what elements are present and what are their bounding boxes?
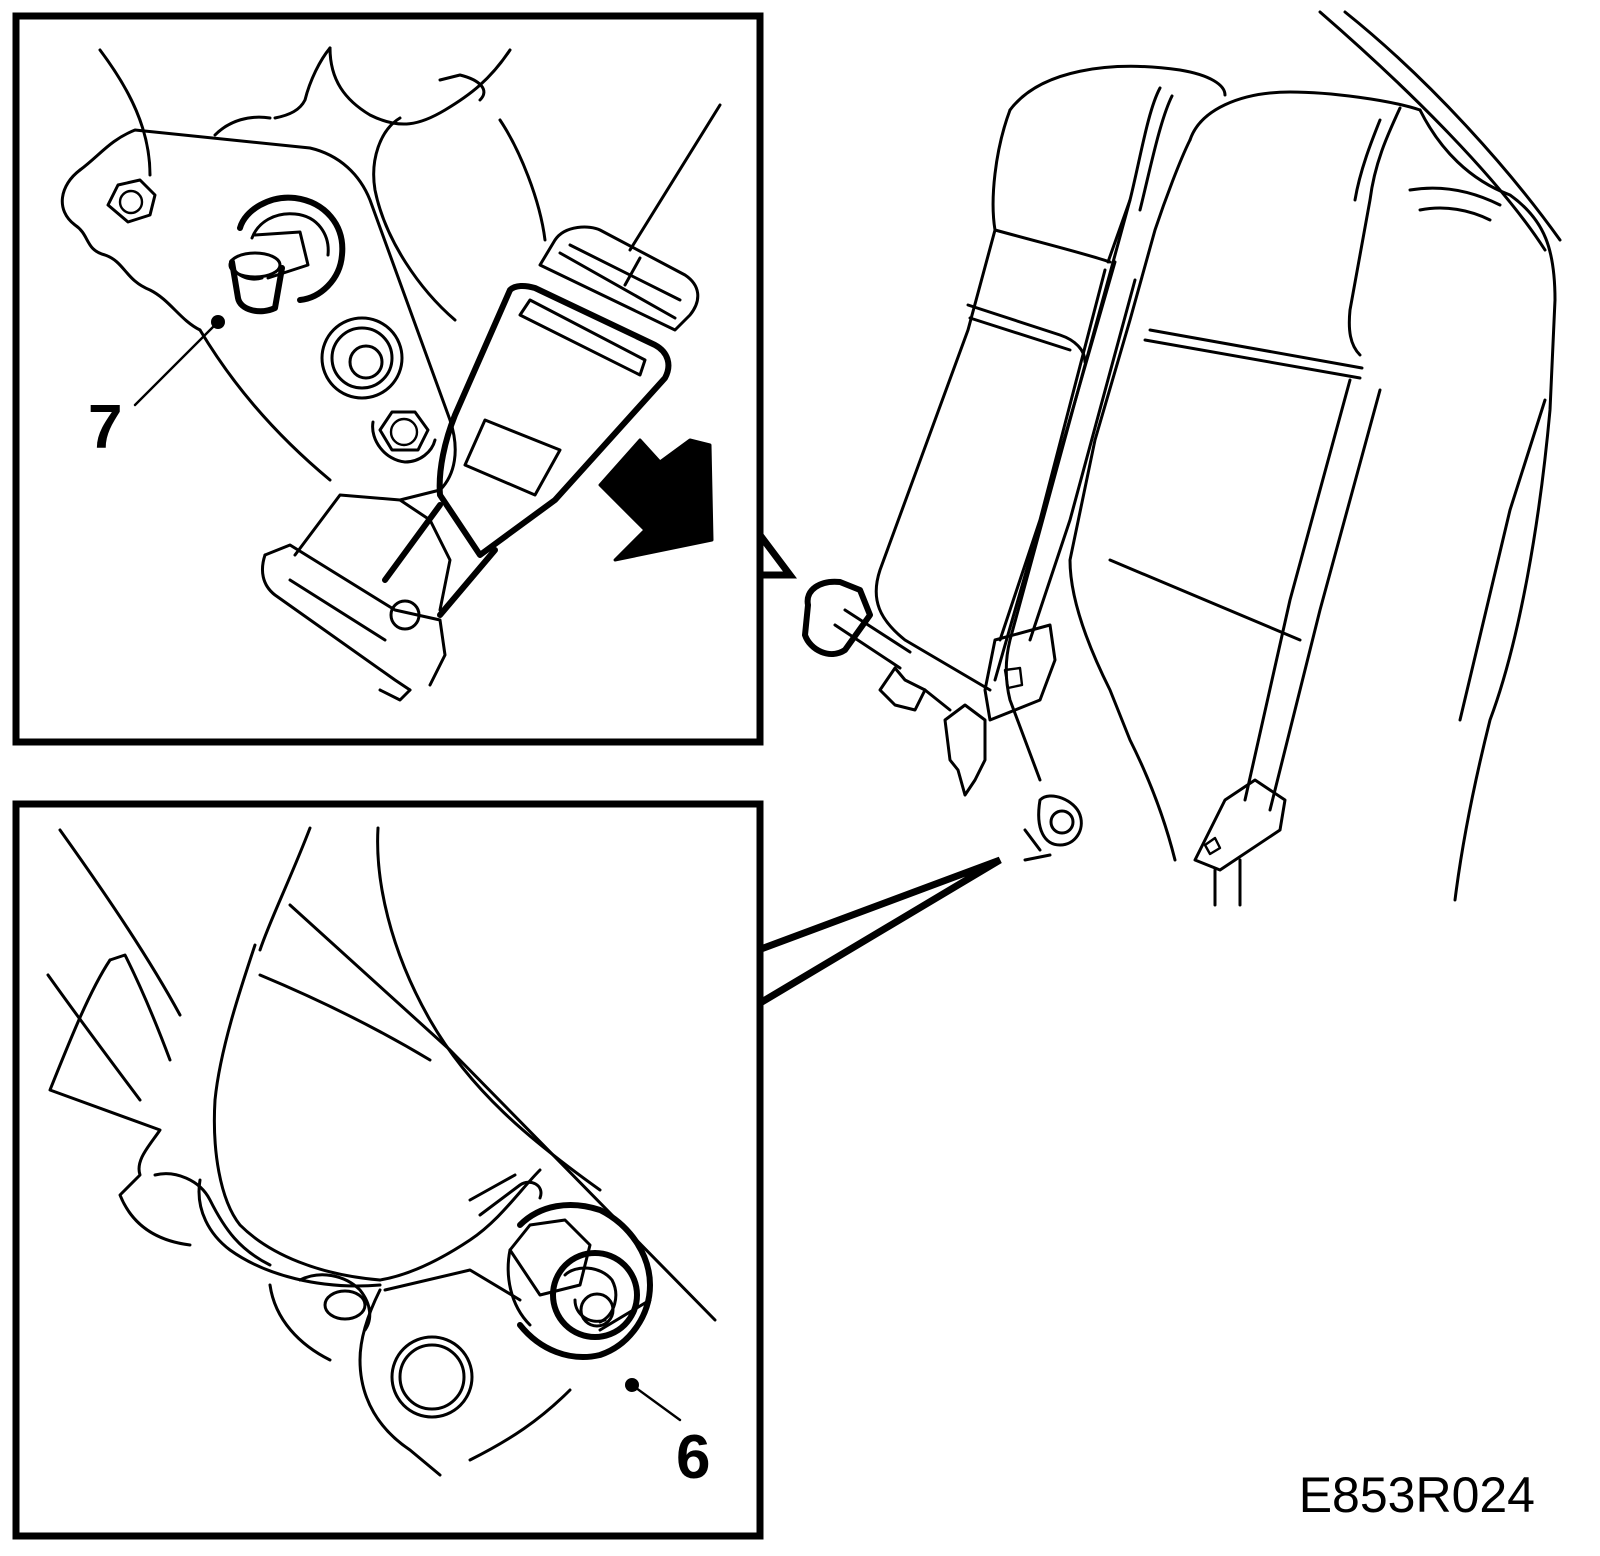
- callout-label-6: 6: [676, 1423, 710, 1492]
- rear-seat-back-icon: [802, 10, 1562, 907]
- lower-callout-pointer: [741, 856, 1002, 1019]
- seat-belt-anchor-nut-icon: [46, 826, 717, 1477]
- figure-code: E853R024: [1299, 1467, 1535, 1523]
- seat-belt-buckle-anchor-icon: [60, 46, 722, 702]
- lower-detail-panel: 6: [12, 800, 764, 1540]
- removal-direction-arrow-icon: [598, 438, 714, 562]
- callout-label-7: 7: [88, 393, 122, 462]
- upper-detail-panel: 7: [12, 12, 764, 746]
